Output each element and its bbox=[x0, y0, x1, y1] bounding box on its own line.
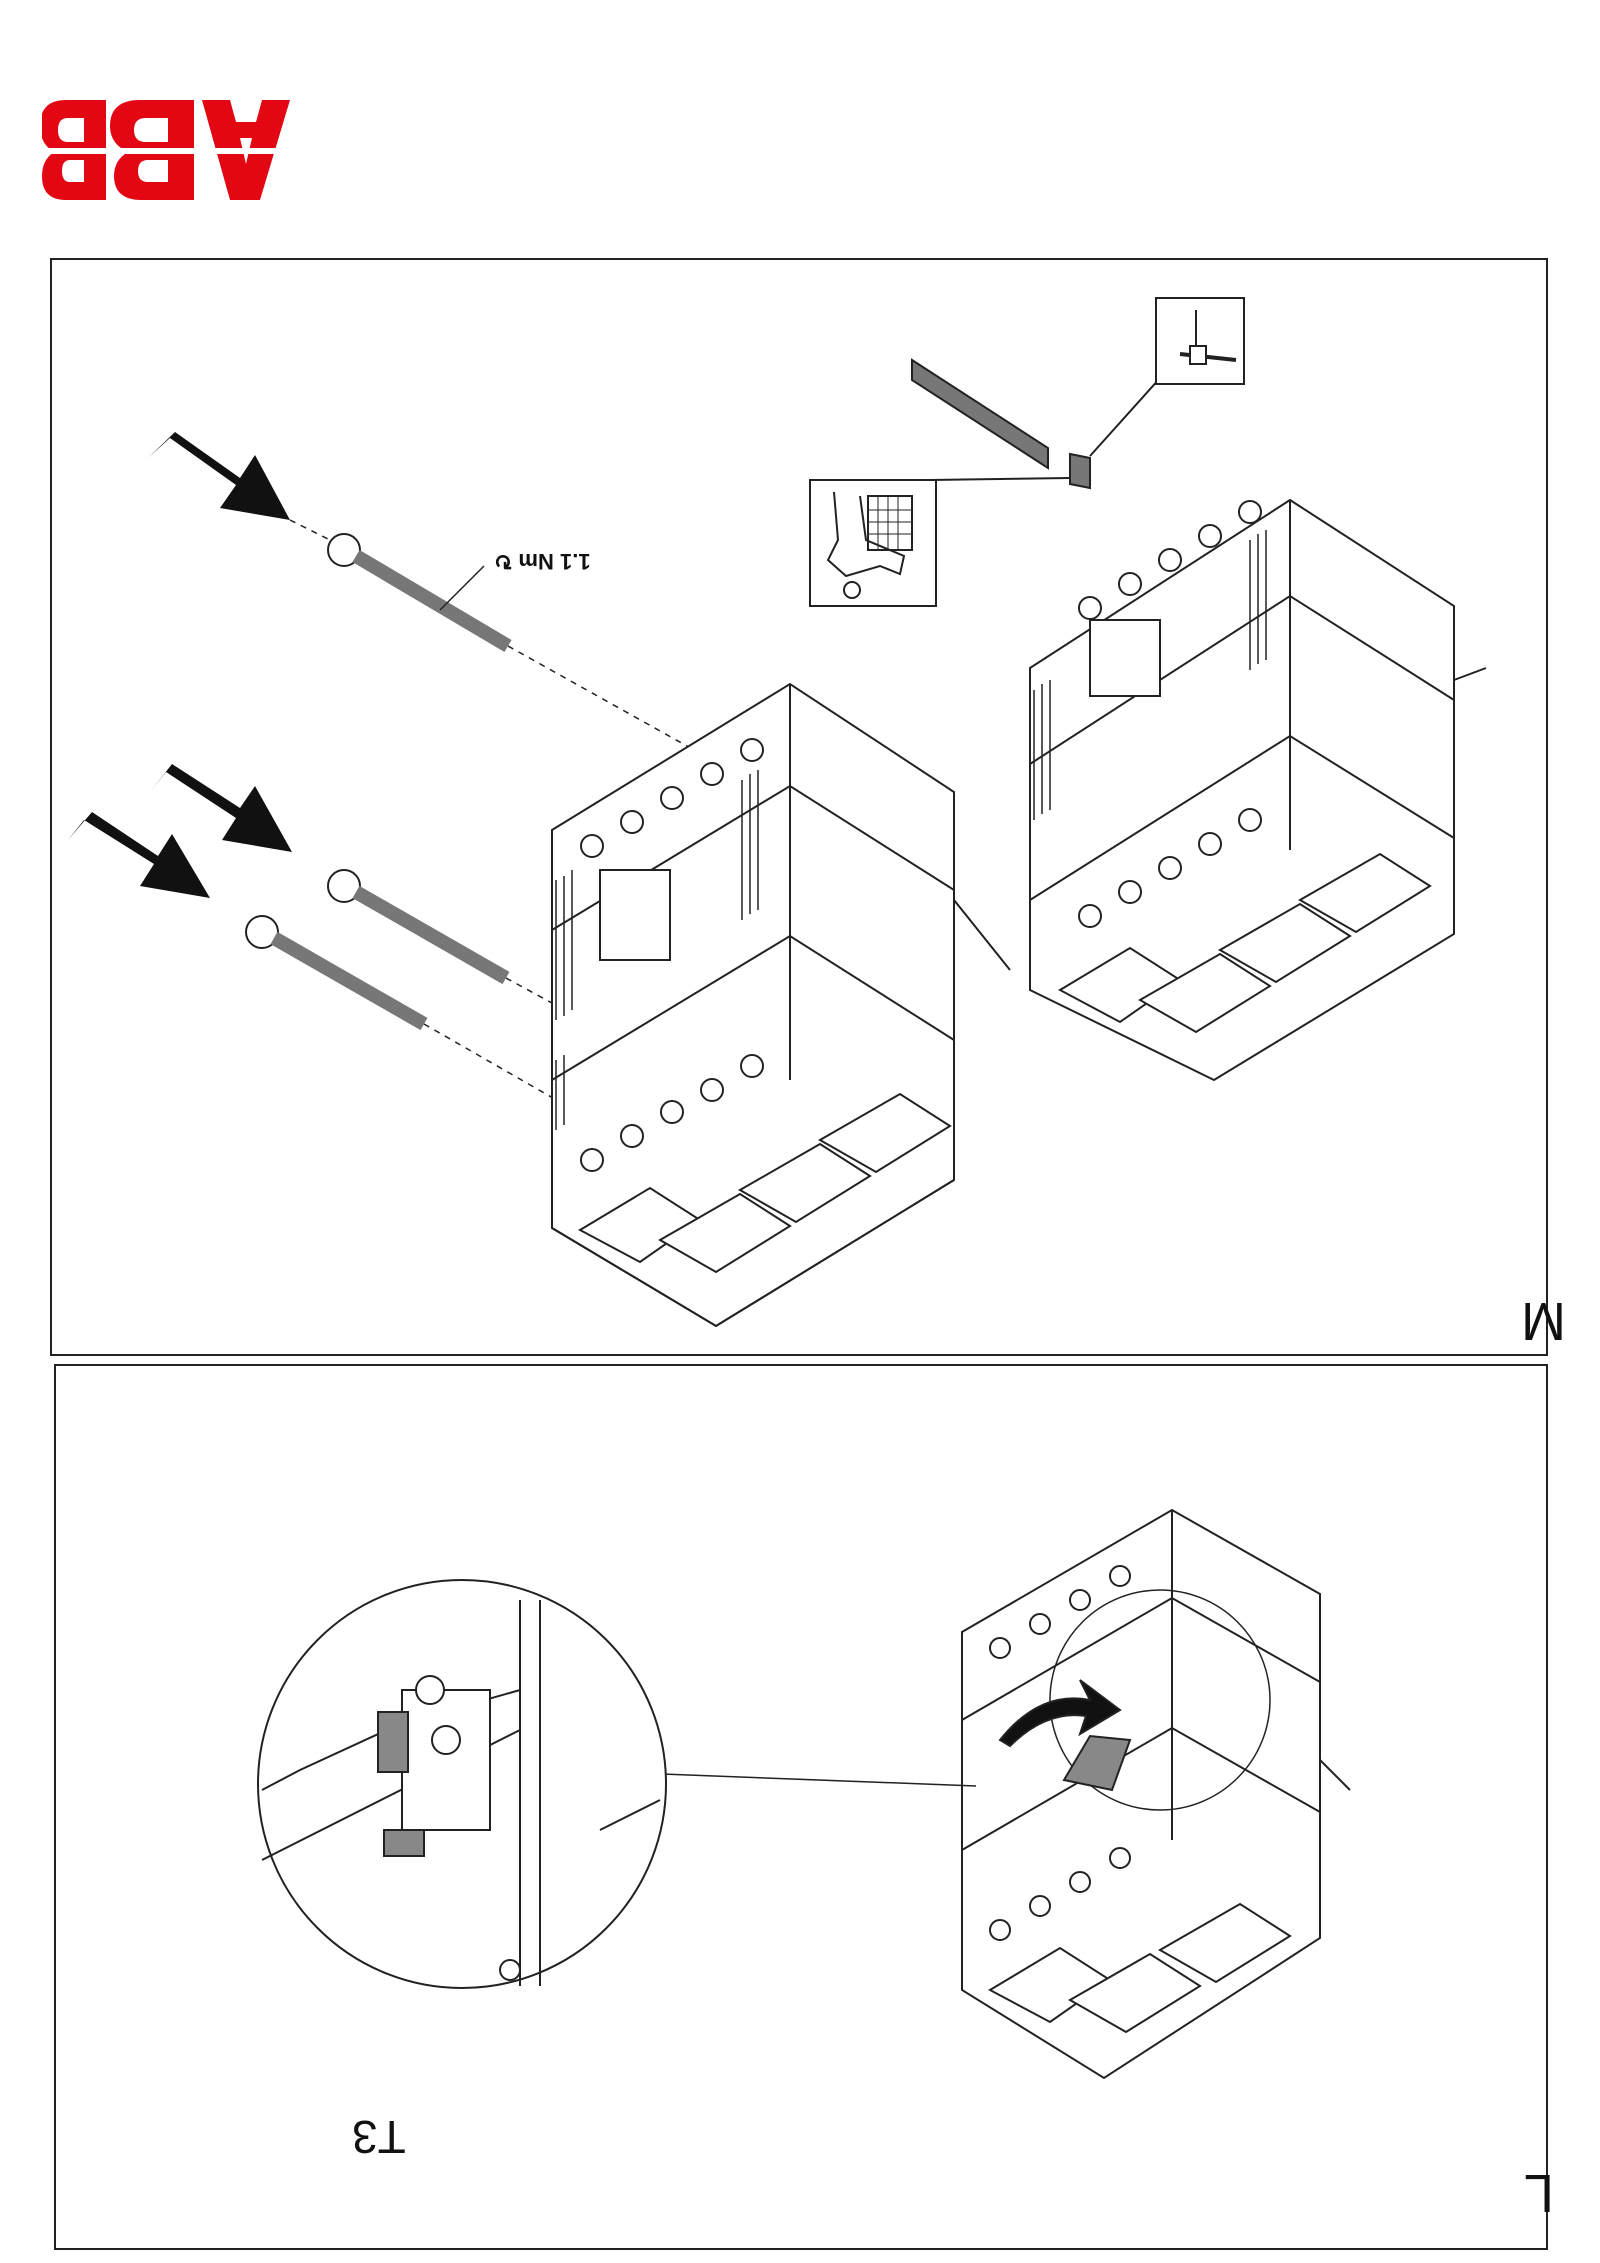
zoom-detail bbox=[257, 1579, 667, 1989]
rotation-arrow-icon: ↻ bbox=[494, 549, 513, 574]
insertion-arrow-icon bbox=[68, 432, 292, 898]
abb-logo bbox=[42, 100, 290, 200]
gloves-ppe-icon bbox=[809, 479, 937, 607]
breaker-t3 bbox=[961, 1508, 1351, 2080]
screw-icon bbox=[245, 533, 512, 1031]
panel-label-m: M bbox=[1521, 1291, 1566, 1351]
handle-tool-icon bbox=[1155, 297, 1245, 385]
torque-annotation: 1.1 Nm ↻ bbox=[494, 548, 591, 574]
panel-label-l: L bbox=[1523, 2163, 1554, 2223]
torque-value: 1.1 Nm bbox=[518, 549, 591, 574]
product-label-t3: T3 bbox=[352, 2111, 406, 2163]
breaker-right bbox=[1029, 498, 1487, 1082]
breaker-left bbox=[551, 682, 1011, 1328]
